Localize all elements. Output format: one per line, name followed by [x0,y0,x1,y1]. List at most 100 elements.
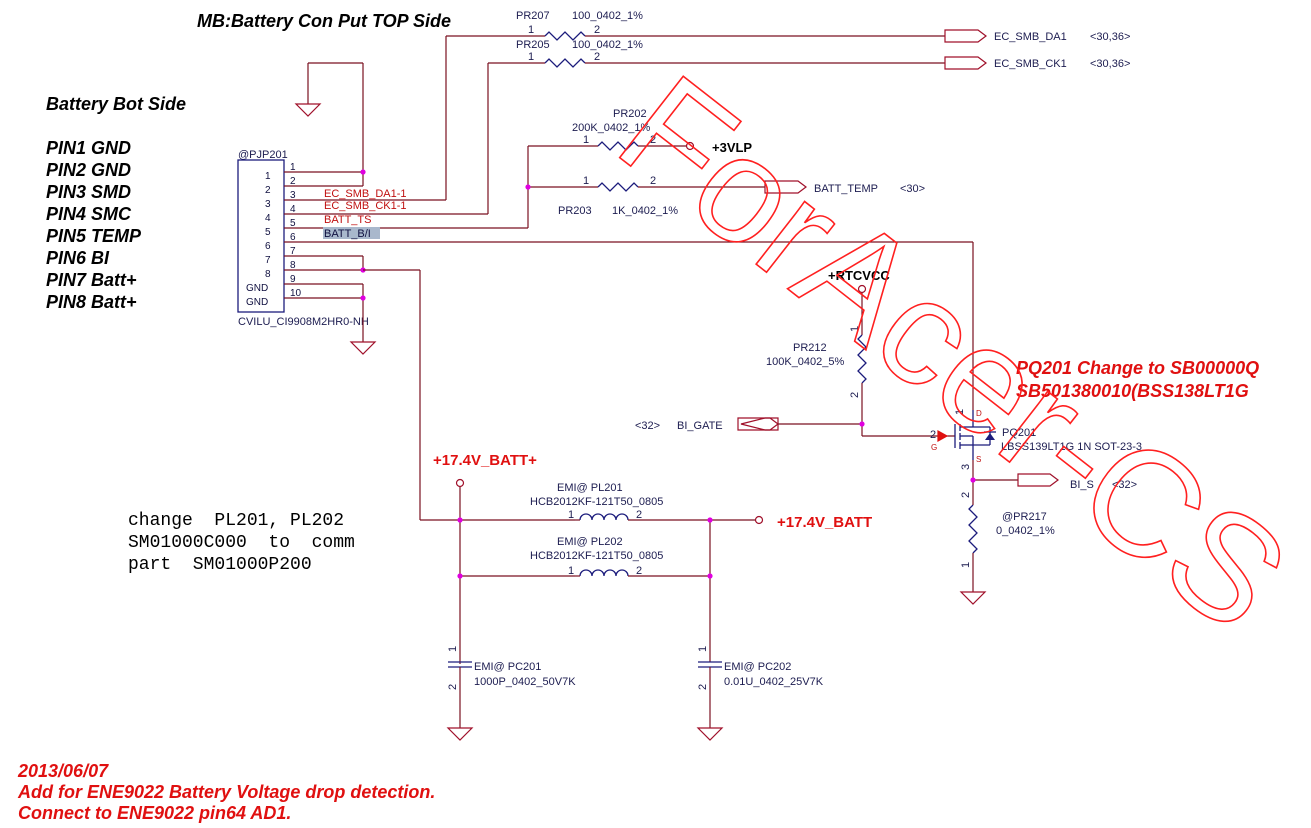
connector-outer-pin: 2 [290,176,296,187]
rail-batt-out: +17.4V_BATT [777,514,872,531]
pc202-pin: 1 [697,646,709,652]
pc202-value: 0.01U_0402_25V7K [724,676,824,688]
pr205-value: 100_0402_1% [572,39,643,51]
resistor-pr207 [544,31,586,41]
ec-smb-ck1-net: EC_SMB_CK1 [994,58,1067,70]
connector-inner-pin: 8 [265,269,271,280]
connector-inner-pin: 7 [265,255,271,266]
offpage-arrow-icon [944,29,987,43]
ground-icon [294,103,322,117]
bot-side-heading: Battery Bot Side [46,94,186,114]
signal-label: BATT_TS [324,214,371,226]
pr205-pin: 2 [594,51,600,63]
offpage-arrow-icon [737,417,779,431]
connector-part: CVILU_CI9908M2HR0-NH [238,316,369,328]
power-terminal-icon [455,478,465,488]
connector-inner-pin: 1 [265,171,271,182]
signal-label: BATT_B/I [324,228,371,240]
bi-gate-net: BI_GATE [677,420,723,432]
power-terminal-icon [754,515,764,525]
connector-inner-pin: 6 [265,241,271,252]
pl201-part: HCB2012KF-121T50_0805 [530,496,663,508]
pr203-ref: PR203 [558,205,592,217]
pc202-pin: 2 [697,684,709,690]
ground-icon [349,341,377,355]
bi-s-pages: <32> [1112,479,1137,491]
pr203-pin: 2 [650,175,656,187]
ec-smb-da1-pages: <30,36> [1090,31,1130,43]
pr217-pin: 2 [960,492,972,498]
resistor-pr203 [597,182,639,192]
offpage-arrow-icon [1017,473,1059,487]
pr202-pin: 2 [650,134,656,146]
inductor-pl201 [579,513,629,521]
pc201-pin: 1 [447,646,459,652]
signal-label: EC_SMB_CK1-1 [324,200,407,212]
resistor-pr202 [597,141,639,151]
mosfet-pq201: D G S 1 2 3 [862,409,996,470]
pl202-pin: 2 [636,565,642,577]
connector-outer-pin: 7 [290,246,296,257]
connector-inner-pin: 4 [265,213,271,224]
pr202-value: 200K_0402_1% [572,122,651,134]
change-note-line: part SM01000P200 [128,555,312,575]
ec-smb-da1-net: EC_SMB_DA1 [994,31,1067,43]
pq201-note: SB501380010(BSS138LT1G [1016,381,1249,401]
pr207-pin: 2 [594,24,600,36]
connector-inner-pin: 3 [265,199,271,210]
pr203-value: 1K_0402_1% [612,205,678,217]
selection-highlight [323,227,380,239]
revision-note-line: Connect to ENE9022 pin64 AD1. [18,803,291,823]
pr207-ref: PR207 [516,10,550,22]
mosfet-pin: 3 [960,464,972,470]
connector-outer-pin: 6 [290,232,296,243]
pin-list-item: PIN4 SMC [46,204,132,224]
pr205-pin: 1 [528,51,534,63]
pr207-pin: 1 [528,24,534,36]
pl202-pin: 1 [568,565,574,577]
pq201-ref: PQ201 [1002,427,1036,439]
offpage-arrow-icon [740,417,779,431]
connector-outer-pin: 1 [290,162,296,173]
rail-rtcvcc: +RTCVCC [828,268,890,283]
offpage-arrow-icon [764,180,807,194]
connector-inner-pin: GND [246,297,268,308]
pr212-pin: 1 [849,326,861,332]
batt-temp-pages: <30> [900,183,925,195]
pq201-part: LBSS139LT1G 1N SOT-23-3 [1001,441,1142,453]
ground-icon [696,727,724,741]
resistor-pr205 [544,58,586,68]
change-note-line: SM01000C000 to comm [128,533,355,553]
pr212-ref: PR212 [793,342,827,354]
pc201-pin: 2 [447,684,459,690]
pin-list-item: PIN3 SMD [46,182,131,202]
change-note: change PL201, PL202 SM01000C000 to comm … [128,511,355,575]
pr217-ref: @PR217 [1002,511,1047,523]
pl201-ref: EMI@ PL201 [557,482,623,494]
revision-note-line: Add for ENE9022 Battery Voltage drop det… [17,782,435,802]
pr202-pin: 1 [583,134,589,146]
pc202-ref: EMI@ PC202 [724,661,791,673]
pc201-ref: EMI@ PC201 [474,661,541,673]
pr203-pin: 1 [583,175,589,187]
resistor-pr212 [857,334,867,384]
ground-icon [959,591,987,605]
ground-icon [446,727,474,741]
connector-outer-pin: 9 [290,274,296,285]
connector-outer-pin: 5 [290,218,296,229]
pr202-ref: PR202 [613,108,647,120]
pr212-pin: 2 [849,392,861,398]
pin-list-item: PIN7 Batt+ [46,270,137,290]
mosfet-s-label: S [976,455,981,464]
pin-list-item: PIN8 Batt+ [46,292,137,312]
pc201-value: 1000P_0402_50V7K [474,676,576,688]
mosfet-d-label: D [976,409,982,418]
connector-body [237,159,285,313]
connector-ref: @PJP201 [238,149,288,161]
revision-note-line: 2013/06/07 [17,761,109,781]
offpage-arrow-icon [944,56,987,70]
pl201-pin: 1 [568,509,574,521]
rail-3vlp: +3VLP [712,140,752,155]
pin-list-item: PIN5 TEMP [46,226,142,246]
